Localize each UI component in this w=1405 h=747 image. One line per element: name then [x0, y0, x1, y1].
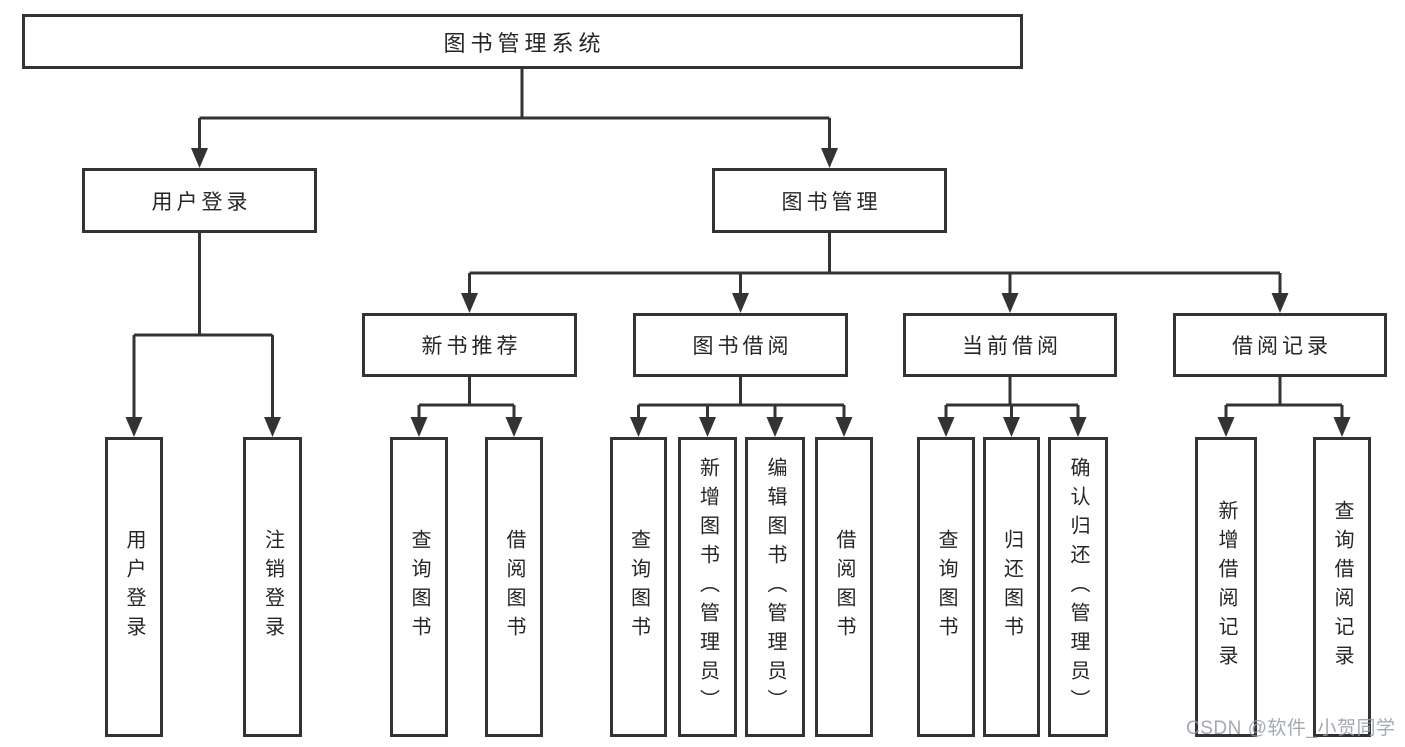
node-user-login-leaf: 用户登录 — [105, 437, 163, 737]
arrow-heads — [125, 148, 1351, 437]
node-borrow-add-books-admin: 新增图书（管理员） — [678, 437, 737, 737]
node-current-query-books: 查询图书 — [917, 437, 975, 737]
csdn-watermark: CSDN @软件_小贺同学 — [1186, 718, 1396, 739]
node-borrow-query-books: 查询图书 — [610, 437, 667, 737]
node-label: 编辑图书（管理员） — [764, 456, 786, 718]
node-label: 查询借阅记录 — [1331, 500, 1353, 674]
node-newbooks-query-books: 查询图书 — [390, 437, 448, 737]
node-label: 新增借阅记录 — [1215, 500, 1237, 674]
node-library-management-system: 图书管理系统 — [22, 14, 1023, 69]
node-records-query-record: 查询借阅记录 — [1313, 437, 1371, 737]
node-label: 确认归还（管理员） — [1067, 456, 1089, 718]
node-records-add-record: 新增借阅记录 — [1195, 437, 1257, 737]
node-current-confirm-return-admin: 确认归还（管理员） — [1048, 437, 1108, 737]
tree-edges — [132, 69, 1344, 419]
node-new-book-recommend: 新书推荐 — [362, 313, 577, 377]
node-label: 查询图书 — [408, 529, 430, 645]
node-label: 新增图书（管理员） — [696, 456, 719, 718]
node-label: 借阅图书 — [833, 529, 855, 645]
node-current-borrowing: 当前借阅 — [903, 313, 1117, 377]
node-label: 查询图书 — [627, 529, 650, 645]
node-label: 查询图书 — [935, 529, 957, 645]
node-book-borrowing: 图书借阅 — [633, 313, 848, 377]
node-user-login: 用户登录 — [82, 168, 317, 233]
node-logout-leaf: 注销登录 — [243, 437, 302, 737]
node-label: 用户登录 — [123, 529, 145, 645]
node-label: 注销登录 — [261, 529, 284, 645]
node-newbooks-borrow-books: 借阅图书 — [485, 437, 543, 737]
node-label: 归还图书 — [1000, 529, 1023, 645]
node-book-management: 图书管理 — [712, 168, 947, 233]
node-borrowing-records: 借阅记录 — [1173, 313, 1387, 377]
node-borrow-borrow-books: 借阅图书 — [815, 437, 873, 737]
node-borrow-edit-books-admin: 编辑图书（管理员） — [745, 437, 805, 737]
node-label: 借阅图书 — [503, 529, 525, 645]
node-current-return-books: 归还图书 — [983, 437, 1040, 737]
